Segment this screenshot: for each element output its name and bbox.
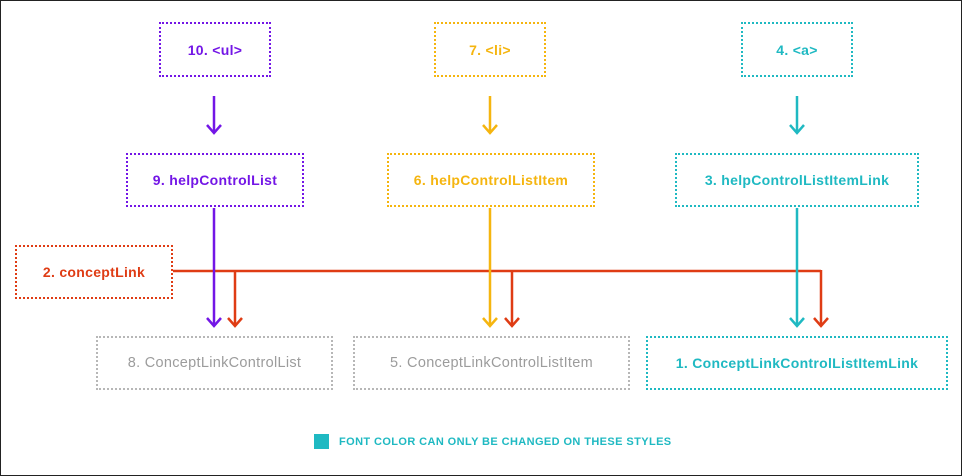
node-ul-tag: 10. <ul>	[159, 22, 271, 77]
node-conceptlink: 2. conceptLink	[15, 245, 173, 299]
arrow-li-to-helpcontrollistitem	[482, 96, 498, 135]
node-conceptlinkcontrollistitemlink: 1. ConceptLinkControlListItemLink	[646, 336, 948, 390]
arrow-helpcontrollist-to-conceptlinkcontrollist	[206, 208, 222, 328]
node-conceptlinkcontrollist: 8. ConceptLinkControlList	[96, 336, 333, 390]
node-a-tag: 4. <a>	[741, 22, 853, 77]
arrow-helpcontrollistitemlink-to-conceptlinkcontrollistitemlink	[789, 208, 805, 328]
arrow-a-to-helpcontrollistitemlink	[789, 96, 805, 135]
node-helpcontrollistitemlink: 3. helpControlListItemLink	[675, 153, 919, 207]
arrow-helpcontrollistitem-to-conceptlinkcontrollistitem	[482, 208, 498, 328]
node-helpcontrollist: 9. helpControlList	[126, 153, 304, 207]
node-conceptlinkcontrollistitem: 5. ConceptLinkControlListItem	[353, 336, 630, 390]
legend: FONT COLOR CAN ONLY BE CHANGED ON THESE …	[314, 434, 672, 449]
conceptlink-bus	[173, 269, 829, 328]
arrow-ul-to-helpcontrollist	[206, 96, 222, 135]
legend-text: FONT COLOR CAN ONLY BE CHANGED ON THESE …	[339, 435, 672, 448]
node-li-tag: 7. <li>	[434, 22, 546, 77]
node-helpcontrollistitem: 6. helpControlListItem	[387, 153, 595, 207]
legend-swatch	[314, 434, 329, 449]
